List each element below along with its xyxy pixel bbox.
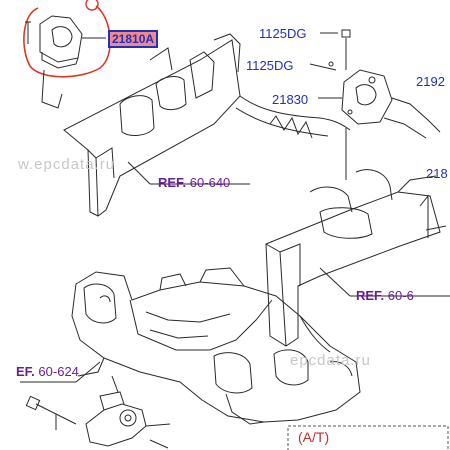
ref-60-624[interactable]: EF. 60-624 (16, 364, 79, 379)
ref-60-624-number: 60-624 (38, 364, 79, 379)
transmission-mount-21830-drawing (318, 69, 441, 180)
ref-60-6-number: 60-6 (387, 288, 414, 303)
engine-mount-21810a-drawing (25, 15, 106, 69)
front-subframe (71, 267, 361, 425)
callout-21810a[interactable]: 21810A (108, 30, 159, 48)
ref-60-6-prefix: REF. (356, 288, 385, 303)
ref-60-640-prefix: REF. (158, 175, 187, 190)
at-variant-box (287, 425, 449, 450)
ref-60-640[interactable]: REF. 60-640 (158, 175, 230, 190)
bolt-1125dg-second-drawing (309, 61, 337, 71)
callout-1125dg-second[interactable]: 1125DG (246, 58, 294, 73)
bolt-1125dg-top-drawing (320, 29, 351, 70)
roll-stop-drawing (25, 375, 171, 449)
side-member-right (265, 169, 447, 347)
callout-218-clipped[interactable]: 218 (426, 166, 448, 181)
ref-60-640-number: 60-640 (189, 175, 231, 190)
ref-60-6-clipped[interactable]: REF. 60-6 (356, 288, 450, 303)
side-member-upper-left (41, 33, 351, 217)
watermark-upper: w.epcdata.ru (18, 156, 116, 173)
callout-21830[interactable]: 21830 (272, 92, 309, 107)
ref-leader-lines (20, 161, 450, 383)
at-label: (A/T) (298, 429, 330, 445)
callout-1125dg-top[interactable]: 1125DG (259, 26, 307, 41)
ref-60-624-prefix: EF. (16, 364, 35, 379)
callout-2192-clipped[interactable]: 2192 (416, 74, 445, 89)
watermark-lower: epcdata.ru (290, 352, 371, 369)
